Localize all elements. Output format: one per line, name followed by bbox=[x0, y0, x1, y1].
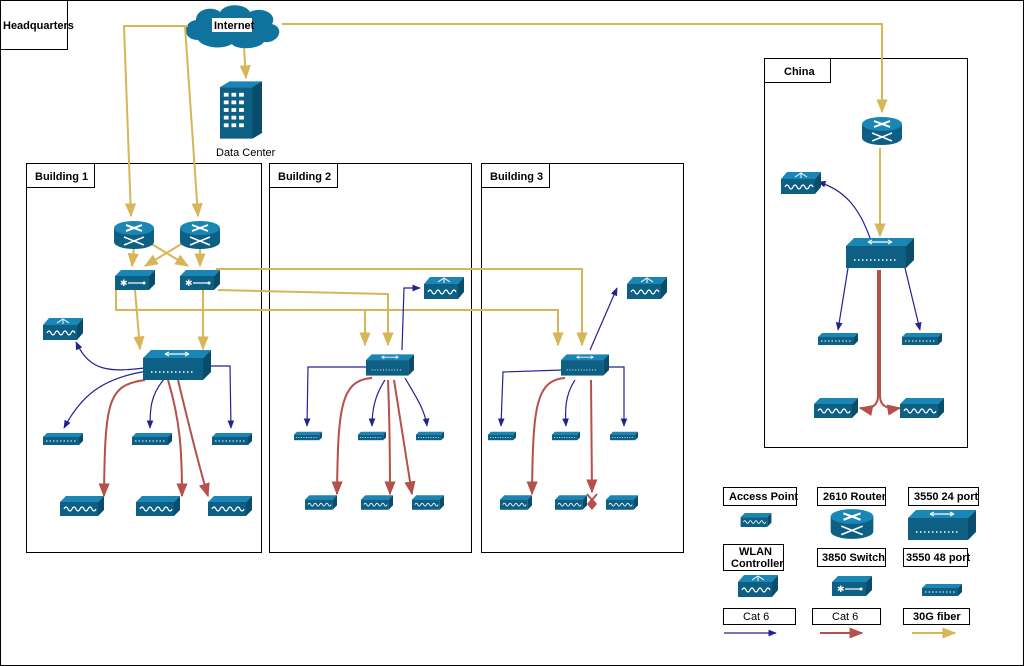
b2-access-point-icon bbox=[412, 495, 444, 510]
b1-3550-48-port-icon bbox=[212, 433, 252, 445]
b1-router-icon bbox=[180, 220, 220, 250]
china-label-box bbox=[764, 58, 831, 83]
b1-3550-24-port-icon bbox=[143, 350, 211, 380]
building-3-label-box bbox=[481, 163, 550, 188]
fiber-links bbox=[115, 23, 888, 351]
building-2-label-box bbox=[269, 163, 338, 188]
legend-fiber-box bbox=[903, 608, 970, 625]
headquarters-label-box bbox=[0, 0, 68, 50]
building-2-label: Building 2 bbox=[278, 171, 331, 183]
china-wlan-controller-icon bbox=[781, 172, 821, 194]
b1-access-point-icon bbox=[136, 496, 180, 516]
legend-3850-icon bbox=[832, 576, 872, 596]
legend-24-port-box bbox=[908, 487, 979, 506]
china-router-icon bbox=[862, 116, 902, 146]
internet-label: Internet bbox=[214, 20, 255, 32]
building-3-box bbox=[481, 163, 684, 553]
b3-3550-48-port-icon bbox=[610, 431, 638, 441]
legend-router-label: 2610 Router bbox=[823, 491, 887, 503]
legend-router-icon bbox=[830, 508, 874, 540]
legend-48-port-box bbox=[903, 548, 968, 567]
b3-3550-48-port-icon bbox=[488, 431, 516, 441]
data-center-label: Data Center bbox=[216, 147, 276, 159]
b2-access-point-icon bbox=[361, 495, 393, 510]
cat6-red-links bbox=[98, 270, 902, 639]
b1-access-point-icon bbox=[60, 496, 104, 516]
b1-router-icon bbox=[114, 220, 154, 250]
legend-cat6-red-label: Cat 6 bbox=[832, 611, 858, 623]
cat6-blue-links bbox=[63, 180, 922, 637]
china-label: China bbox=[784, 66, 815, 78]
legend-fiber-label: 30G fiber bbox=[913, 611, 961, 623]
china-3550-48-port-icon bbox=[902, 333, 942, 345]
b2-access-point-icon bbox=[305, 495, 337, 510]
legend-access-point-box bbox=[723, 487, 797, 506]
china-box bbox=[764, 58, 968, 448]
legend: Access Point 2610 Router 3550 24 port WL… bbox=[723, 487, 979, 625]
legend-cat6-blue-box bbox=[723, 608, 796, 625]
b3-access-point-icon bbox=[500, 495, 532, 510]
legend-48-port-label: 3550 48 port bbox=[906, 552, 971, 564]
b2-3550-48-port-icon bbox=[358, 431, 386, 441]
building-3-label: Building 3 bbox=[490, 171, 543, 183]
internet-label-bg bbox=[212, 18, 252, 32]
legend-wlan-label-2: Controller bbox=[731, 558, 784, 570]
b3-3550-48-port-icon bbox=[552, 431, 580, 441]
legend-cat6-red-box bbox=[812, 608, 881, 625]
china-access-point-icon bbox=[814, 398, 858, 418]
b2-wlan-controller-icon bbox=[424, 277, 464, 299]
b2-3550-48-port-icon bbox=[416, 431, 444, 441]
b1-3850-switch-icon bbox=[115, 270, 155, 290]
legend-48-port-icon bbox=[922, 584, 962, 596]
china-3550-48-port-icon bbox=[818, 333, 858, 345]
legend-access-point-label: Access Point bbox=[729, 491, 798, 503]
b3-3550-24-port-icon bbox=[561, 353, 609, 377]
link-terminal-marker bbox=[587, 498, 597, 510]
legend-wlan-icon bbox=[737, 575, 779, 597]
building-1-label: Building 1 bbox=[35, 171, 88, 183]
building-1-label-box bbox=[26, 163, 95, 188]
b1-3850-switch-icon bbox=[180, 270, 220, 290]
b2-3550-24-port-icon bbox=[366, 353, 414, 377]
b1-wlan-controller-icon bbox=[43, 318, 83, 340]
legend-wlan-box bbox=[723, 544, 784, 571]
b3-access-point-icon bbox=[606, 495, 638, 510]
b1-3550-48-port-icon bbox=[43, 433, 83, 445]
b3-access-point-icon bbox=[555, 495, 587, 510]
legend-access-point-icon bbox=[740, 513, 772, 527]
b2-3550-48-port-icon bbox=[294, 431, 322, 441]
legend-24-port-icon bbox=[908, 510, 976, 540]
china-3550-24-port-icon bbox=[846, 238, 914, 268]
china-access-point-icon bbox=[900, 398, 944, 418]
b3-wlan-controller-icon bbox=[627, 277, 667, 299]
b1-3550-48-port-icon bbox=[132, 433, 172, 445]
legend-cat6-blue-label: Cat 6 bbox=[743, 611, 769, 623]
building-1-box bbox=[26, 163, 262, 553]
legend-wlan-label: WLAN bbox=[739, 546, 772, 558]
headquarters-label: Headquarters bbox=[3, 20, 74, 32]
building-2-box bbox=[269, 163, 472, 553]
data-center-icon bbox=[220, 81, 262, 139]
legend-router-box bbox=[817, 487, 886, 506]
legend-24-port-label: 3550 24 port bbox=[914, 491, 979, 503]
legend-3850-box bbox=[817, 548, 886, 567]
legend-3850-label: 3850 Switch bbox=[822, 552, 885, 564]
b1-access-point-icon bbox=[208, 496, 252, 516]
